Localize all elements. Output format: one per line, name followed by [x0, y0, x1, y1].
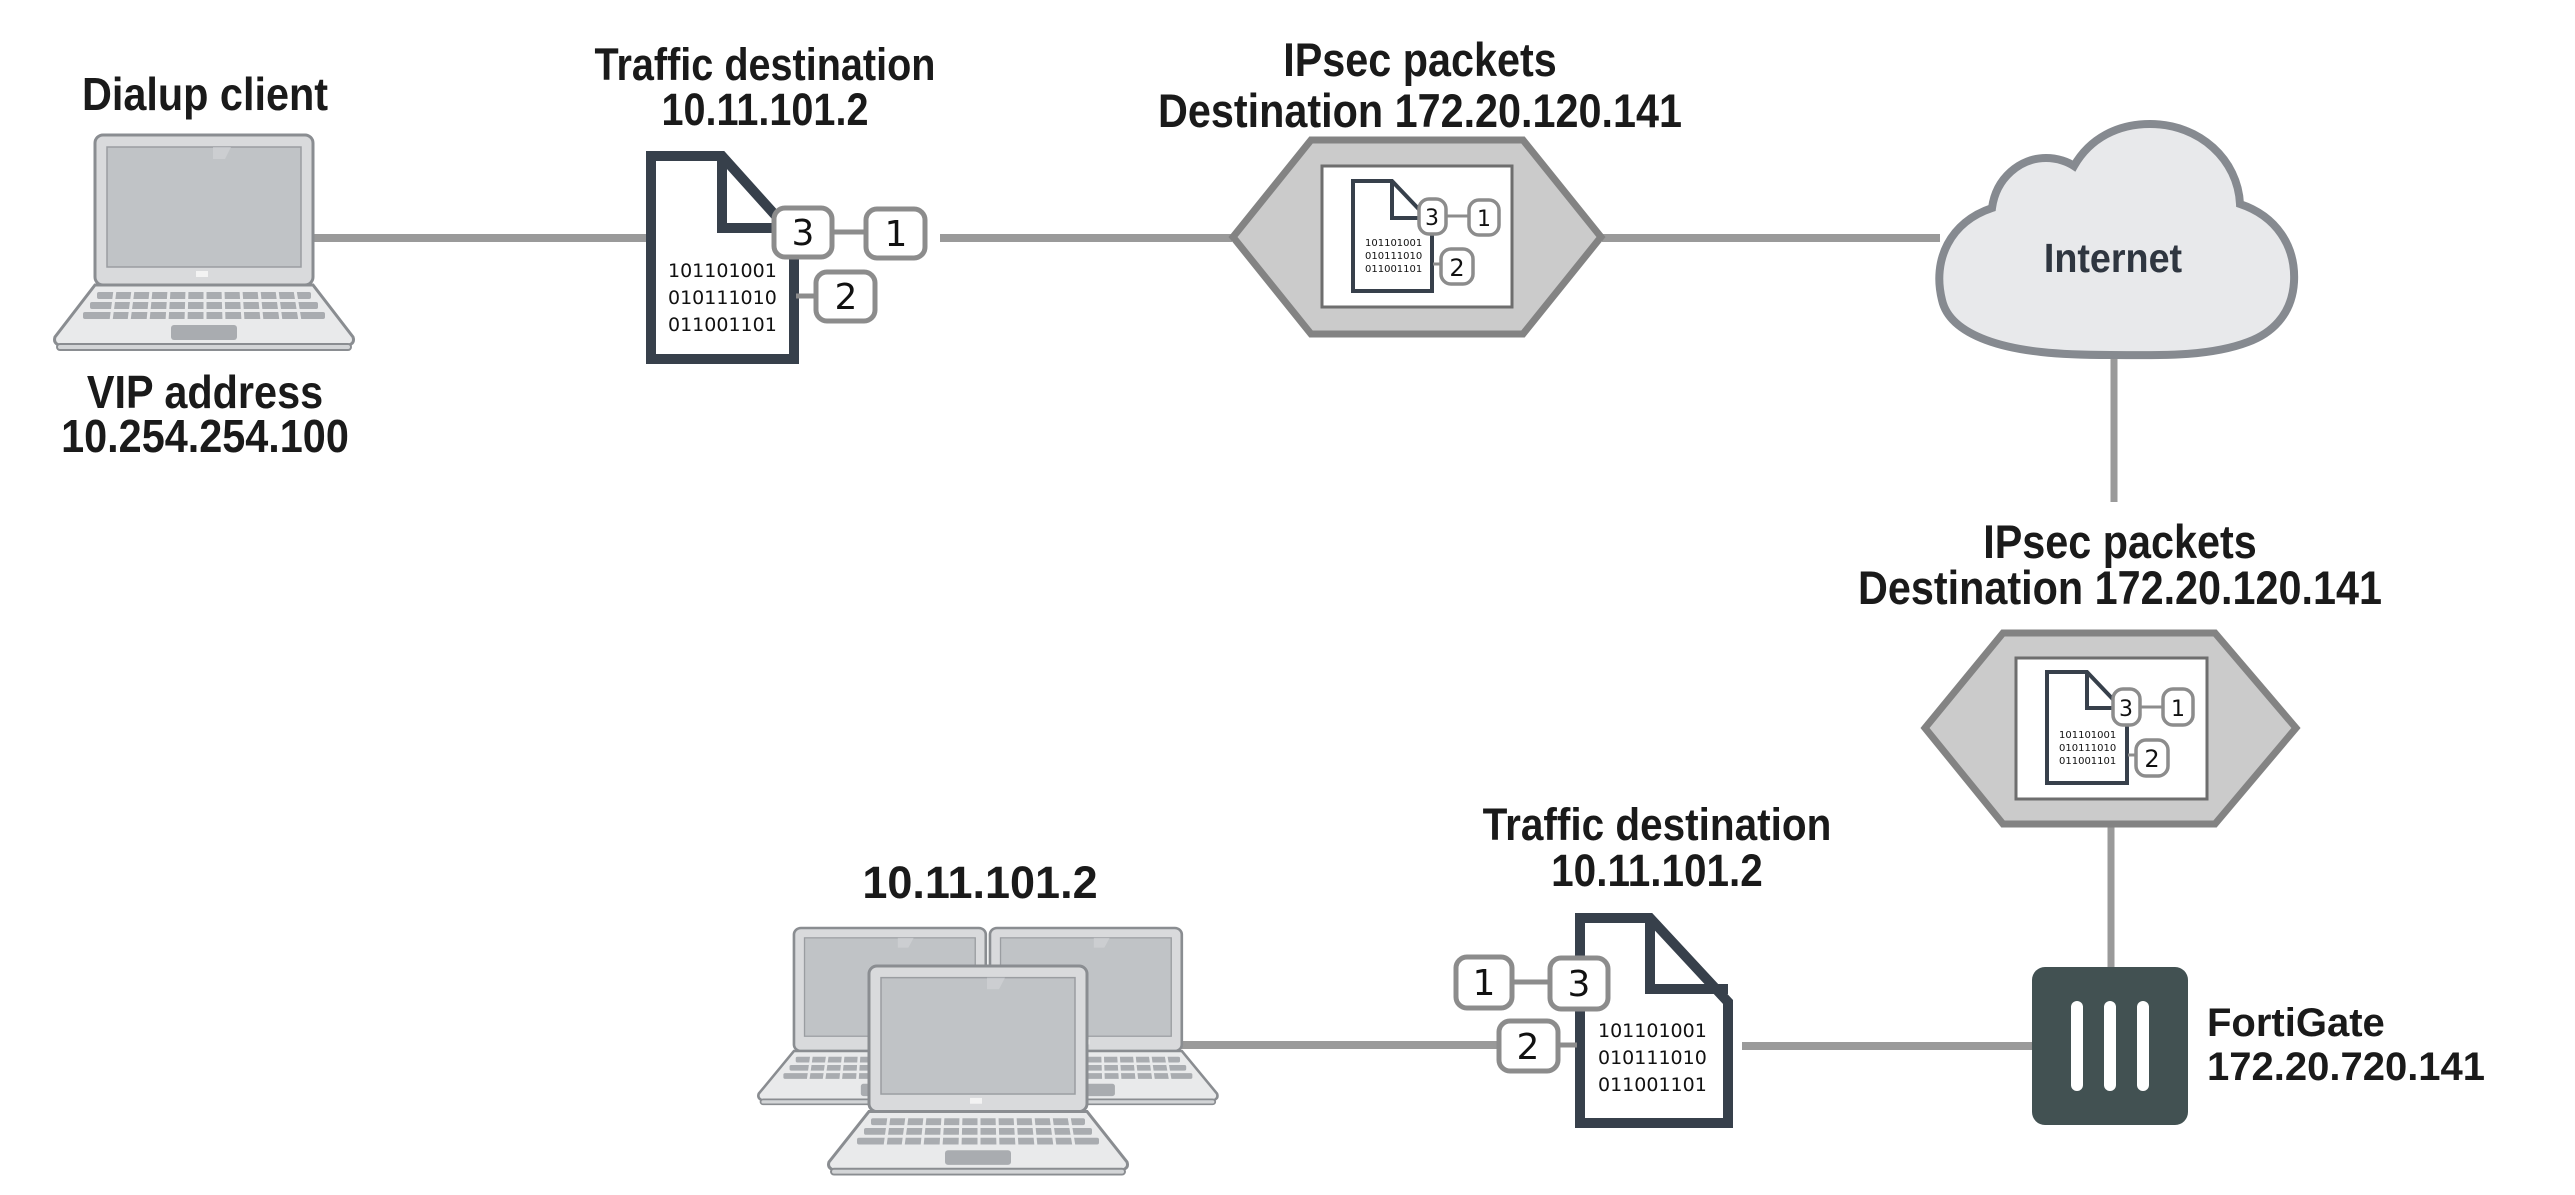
svg-text:3: 3	[792, 213, 815, 254]
document-icon	[646, 151, 799, 364]
binary-line: 011001101	[1365, 264, 1422, 275]
ipsec-top-title: IPsec packets	[1283, 35, 1557, 87]
document-icon	[1351, 179, 1434, 293]
internal-hosts-address: 10.11.101.2	[862, 857, 1097, 908]
binary-line: 101101001	[2059, 730, 2116, 741]
svg-text:2: 2	[2144, 745, 2159, 773]
svg-text:3: 3	[2119, 697, 2133, 722]
badge-2: 2	[1496, 1018, 1561, 1074]
packet-bottom-title: Traffic destination	[1483, 800, 1832, 850]
badge-2: 2	[2134, 738, 2170, 778]
badge-1: 1	[1467, 198, 1501, 237]
badge-3: 3	[1547, 955, 1611, 1012]
fortigate[interactable]: FortiGate 172.20.720.141	[2032, 967, 2485, 1125]
packet-top-title: Traffic destination	[595, 40, 936, 90]
svg-text:1: 1	[1473, 963, 1496, 1004]
vip-address-label: VIP address	[87, 367, 323, 419]
document-icon	[1575, 913, 1733, 1128]
badge-3: 3	[1417, 197, 1448, 236]
binary-line: 011001101	[1598, 1074, 1707, 1096]
binary-line: 101101001	[668, 260, 777, 282]
vip-address-value: 10.254.254.100	[61, 411, 349, 463]
svg-text:2: 2	[1449, 254, 1464, 282]
ipsec-packet-top: IPsec packets Destination 172.20.120.141…	[1158, 35, 1682, 338]
binary-line: 101101001	[1598, 1020, 1707, 1042]
document-icon	[2045, 670, 2129, 785]
badge-3: 3	[2111, 687, 2142, 727]
binary-line: 010111010	[1598, 1047, 1707, 1069]
badge-1: 1	[863, 206, 928, 261]
dialup-client-title: Dialup client	[82, 69, 328, 121]
svg-text:1: 1	[1477, 207, 1491, 232]
internet-cloud[interactable]: Internet	[1935, 119, 2299, 360]
badge-3: 3	[771, 205, 835, 260]
badge-1: 1	[2161, 687, 2195, 727]
svg-text:1: 1	[885, 214, 908, 255]
dialup-client[interactable]: Dialup client VIP address 10.254.254.100	[53, 69, 355, 463]
binary-line: 010111010	[1365, 251, 1422, 262]
svg-text:3: 3	[1425, 206, 1439, 231]
packet-top: Traffic destination 10.11.101.2 10110100…	[595, 40, 936, 364]
internal-hosts[interactable]: 10.11.101.2	[757, 857, 1219, 1177]
binary-line: 010111010	[668, 287, 777, 309]
badge-1: 1	[1453, 954, 1515, 1011]
svg-text:1: 1	[2171, 697, 2185, 722]
binary-line: 101101001	[1365, 238, 1422, 249]
ipsec-top-destination: Destination 172.20.120.141	[1158, 86, 1682, 138]
binary-line: 011001101	[668, 314, 777, 336]
svg-text:3: 3	[1568, 964, 1591, 1005]
packet-top-address: 10.11.101.2	[662, 85, 869, 135]
svg-text:2: 2	[835, 277, 858, 318]
fortigate-address: 172.20.720.141	[2207, 1045, 2485, 1089]
fortigate-name: FortiGate	[2207, 1001, 2385, 1045]
badge-2: 2	[1439, 247, 1475, 286]
binary-line: 010111010	[2059, 743, 2116, 754]
cloud-icon	[1935, 119, 2299, 360]
laptop-icon	[53, 133, 355, 352]
ipsec-right-destination: Destination 172.20.120.141	[1858, 563, 2382, 615]
ipsec-packet-right: IPsec packets Destination 172.20.120.141…	[1858, 517, 2382, 828]
svg-text:2: 2	[1517, 1027, 1540, 1068]
badge-2: 2	[813, 269, 878, 324]
ipsec-right-title: IPsec packets	[1983, 517, 2257, 569]
internet-label: Internet	[2044, 236, 2182, 282]
binary-line: 011001101	[2059, 756, 2116, 767]
packet-bottom: Traffic destination 10.11.101.2 10110100…	[1453, 800, 1832, 1128]
laptop-icon	[827, 964, 1129, 1177]
packet-bottom-address: 10.11.101.2	[1551, 846, 1763, 896]
network-links	[313, 234, 2118, 1050]
